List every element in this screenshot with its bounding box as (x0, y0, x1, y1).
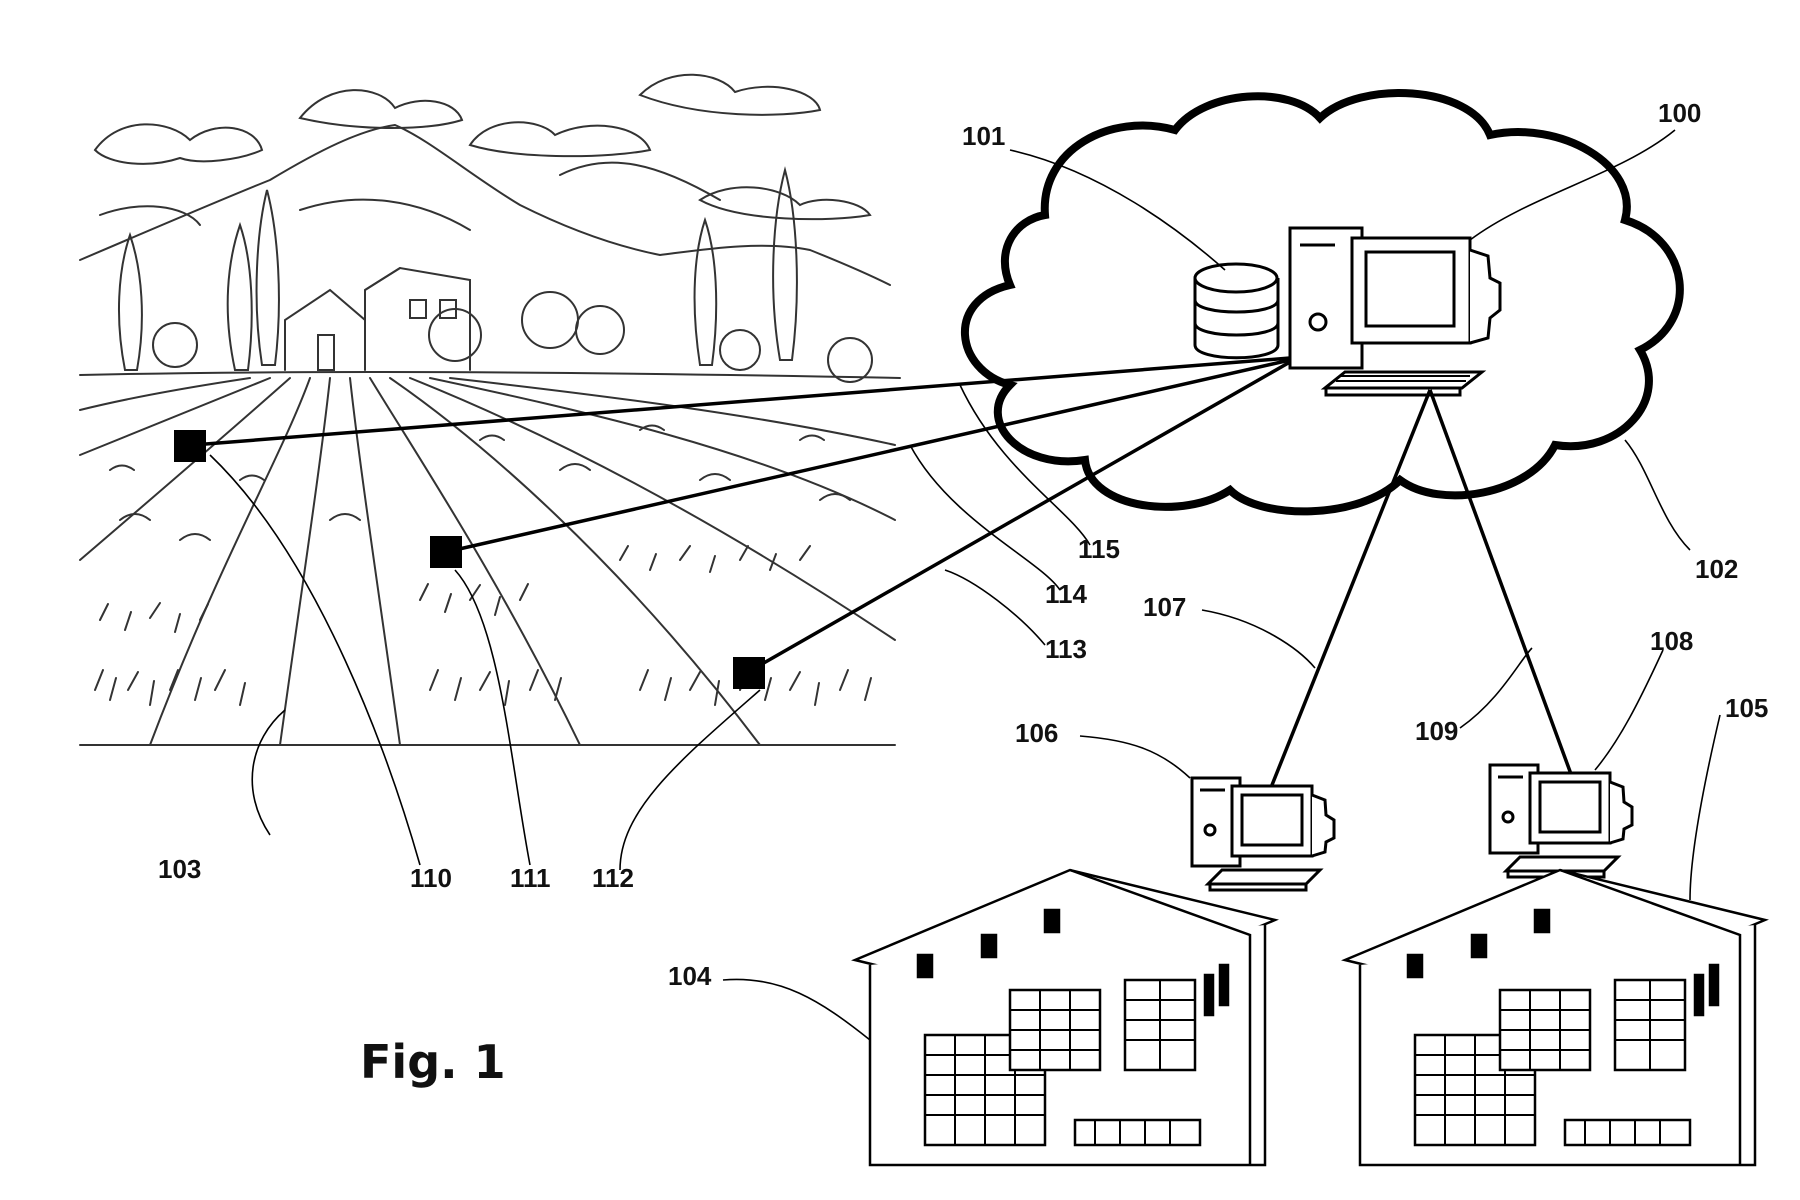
leader-lines (209, 129, 1721, 1041)
cypress-trees (117, 166, 798, 371)
grain-sacks-104 (923, 978, 1202, 1147)
reference-labels: 100 101 102 103 104 105 106 107 108 109 … (158, 98, 1768, 1089)
link-sensor-1 (192, 356, 1291, 447)
farmhouse (284, 266, 471, 371)
grain-sacks-105 (1413, 978, 1692, 1147)
sensor-110 (174, 430, 206, 462)
crop-rows (79, 377, 896, 746)
server-computer-icon (1288, 226, 1502, 397)
label-101: 101 (962, 121, 1005, 151)
label-100: 100 (1658, 98, 1701, 128)
label-107: 107 (1143, 592, 1186, 622)
warehouse-104 (851, 868, 1279, 1167)
network-links (192, 356, 1577, 786)
label-108: 108 (1650, 626, 1693, 656)
link-sensor-2 (445, 358, 1291, 554)
label-113: 113 (1045, 634, 1087, 664)
link-sensor-3 (747, 360, 1291, 674)
label-104: 104 (668, 961, 712, 991)
cloud-network (961, 89, 1684, 516)
mountains (79, 123, 891, 286)
warehouse-105 (1341, 868, 1769, 1167)
round-trees (152, 291, 873, 383)
label-111: 111 (510, 863, 551, 893)
label-109: 109 (1415, 716, 1458, 746)
figure-title: Fig. 1 (360, 1035, 506, 1089)
field-landscape (79, 73, 901, 746)
sky-clouds (93, 73, 872, 226)
sensor-111 (430, 536, 462, 568)
database-icon (1193, 262, 1280, 360)
link-computer-108 (1428, 389, 1577, 786)
label-110: 110 (410, 863, 452, 893)
computer-106-icon (1190, 776, 1336, 892)
computer-108-icon (1488, 763, 1634, 879)
label-114: 114 (1045, 579, 1087, 609)
sensor-112 (733, 657, 765, 689)
label-105: 105 (1725, 693, 1768, 723)
label-115: 115 (1078, 534, 1120, 564)
label-102: 102 (1695, 554, 1738, 584)
label-106: 106 (1015, 718, 1058, 748)
link-computer-106 (1270, 389, 1432, 786)
label-103: 103 (158, 854, 201, 884)
sensors (174, 430, 765, 689)
label-112: 112 (592, 863, 634, 893)
horizon (79, 371, 901, 379)
